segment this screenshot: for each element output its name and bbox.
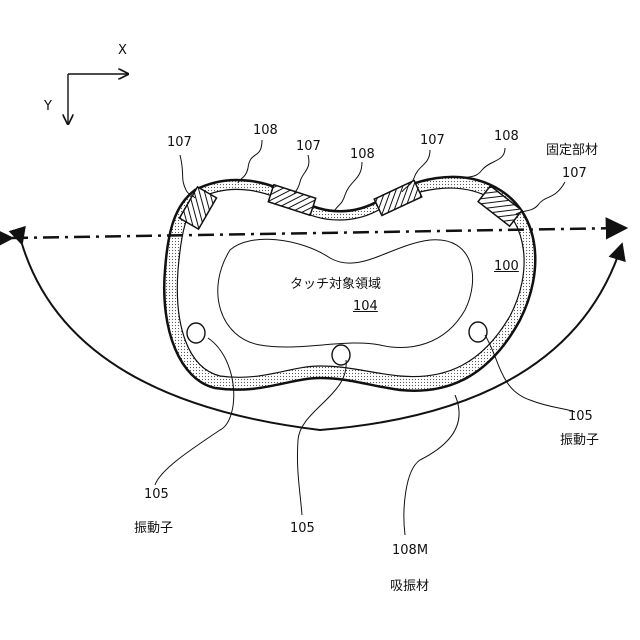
axis-indicator — [68, 74, 128, 124]
label-104: 104 — [353, 300, 378, 313]
y-axis-label: Y — [44, 100, 52, 113]
vibrator-right-icon — [469, 322, 487, 342]
x-axis-label: X — [118, 44, 127, 57]
label-107-a: 107 — [167, 136, 192, 149]
label-107-c: 107 — [420, 134, 445, 147]
label-100: 100 — [494, 260, 519, 273]
label-105-right: 105 — [568, 410, 593, 423]
absorber-label: 吸振材 — [390, 580, 429, 593]
label-108M: 108M — [392, 544, 428, 557]
fixing-member-label: 固定部材 — [546, 144, 598, 157]
label-107-b: 107 — [296, 140, 321, 153]
label-107-d: 107 — [562, 167, 587, 180]
vibrator-left-label: 振動子 — [134, 522, 173, 535]
vibrator-left-icon — [187, 323, 205, 343]
touch-target-label: タッチ対象領域 — [290, 278, 381, 291]
label-108-c: 108 — [494, 130, 519, 143]
label-108-b: 108 — [350, 148, 375, 161]
label-108-a: 108 — [253, 124, 278, 137]
label-105-center: 105 — [290, 522, 315, 535]
vibrator-right-label: 振動子 — [560, 434, 599, 447]
vibrator-center-icon — [332, 345, 350, 365]
label-105-left: 105 — [144, 488, 169, 501]
